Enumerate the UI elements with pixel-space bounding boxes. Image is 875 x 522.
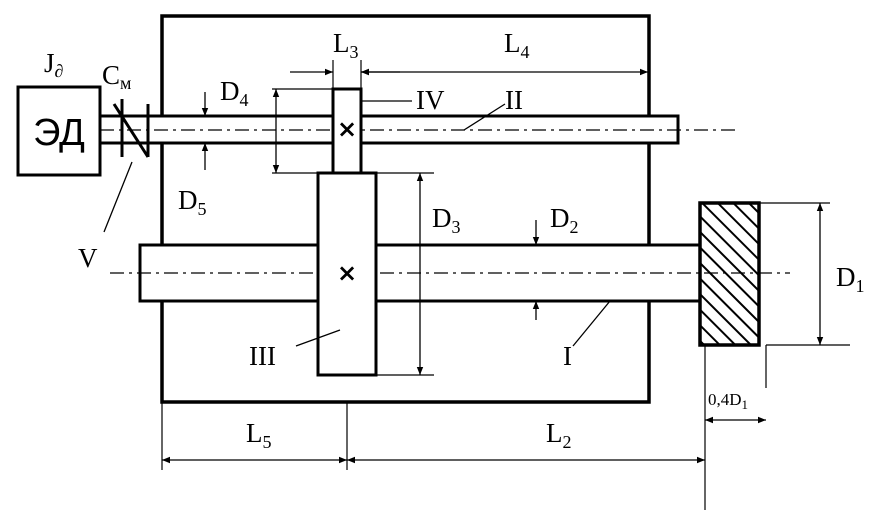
gear-iii xyxy=(316,171,378,377)
motor-box xyxy=(16,85,102,177)
dimension-lines xyxy=(162,68,824,464)
label-l5: L5 xyxy=(246,418,272,452)
flywheel xyxy=(698,201,761,347)
leader-lines xyxy=(103,100,611,347)
label-j: J∂ xyxy=(44,48,64,81)
label-iv: IV xyxy=(416,85,445,115)
coupling xyxy=(112,99,150,158)
label-d1: D1 xyxy=(836,262,865,296)
label-c: См xyxy=(102,60,131,93)
label-d3: D3 xyxy=(432,203,461,237)
label-d5: D5 xyxy=(178,185,207,219)
gear-iv-center-mark: × xyxy=(337,115,357,143)
label-l4: L4 xyxy=(504,28,530,62)
label-d4: D4 xyxy=(220,76,249,110)
label-i: I xyxy=(563,341,572,371)
label-l3: L3 xyxy=(333,28,359,62)
label-gap: 0,4D1 xyxy=(708,390,748,412)
label-iii: III xyxy=(249,341,276,371)
motor-label: ЭД xyxy=(33,112,85,154)
label-l2: L2 xyxy=(546,418,572,452)
label-v: V xyxy=(78,243,98,273)
label-ii: II xyxy=(505,85,523,115)
label-d2: D2 xyxy=(550,203,579,237)
gear-iii-center-mark: × xyxy=(337,259,357,287)
housing xyxy=(160,14,651,404)
